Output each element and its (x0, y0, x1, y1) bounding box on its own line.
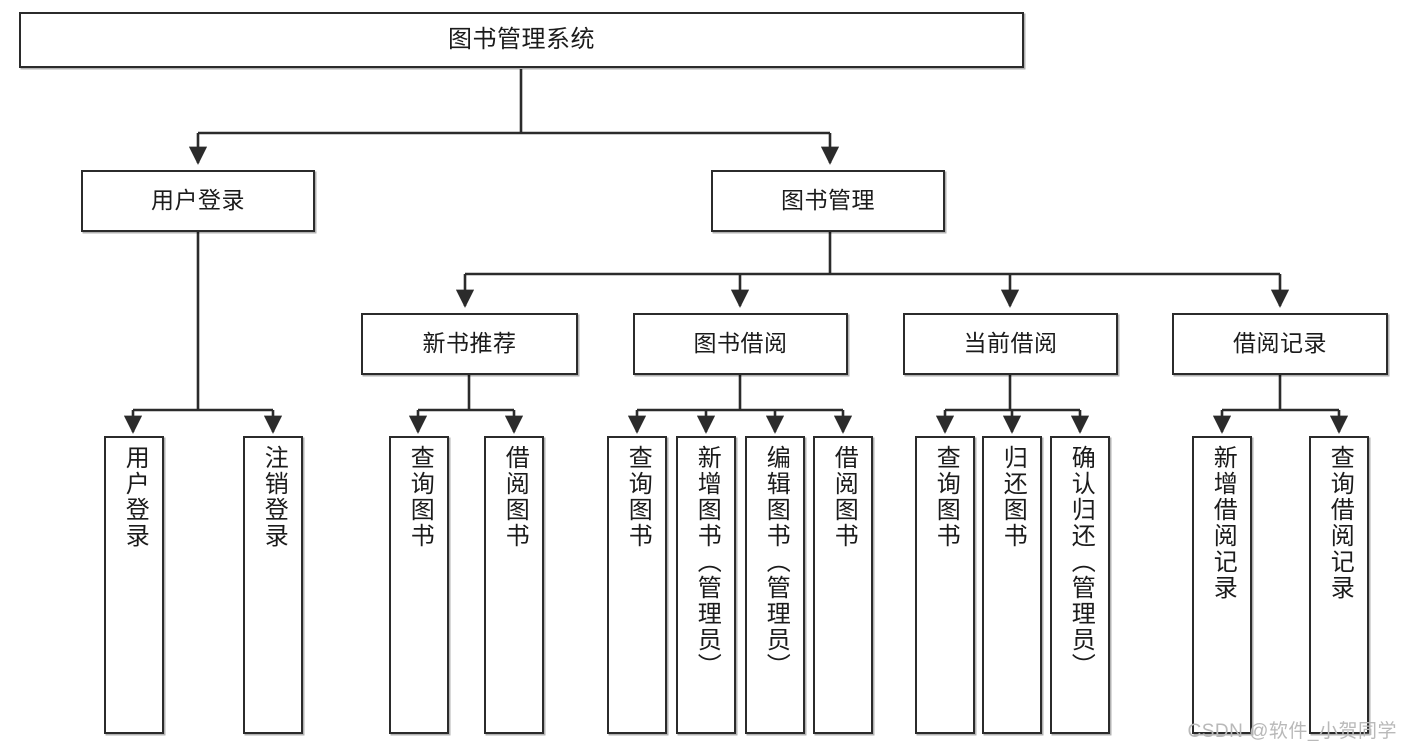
node-label: 查询借阅记录 (1326, 445, 1354, 601)
node-label: 查询图书 (406, 445, 434, 549)
node-label: 图书管理系统 (448, 25, 595, 53)
node-book-borrow[interactable]: 图书借阅 (633, 313, 848, 375)
node-label: 借阅图书 (830, 445, 858, 549)
leaf-current-return-book[interactable]: 归还图书 (982, 436, 1042, 734)
watermark-text: CSDN @软件_小贺同学 (1187, 721, 1397, 742)
node-label: 新增借阅记录 (1209, 445, 1237, 601)
leaf-borrow-query-book[interactable]: 查询图书 (607, 436, 667, 734)
leaf-user-logout[interactable]: 注销登录 (243, 436, 303, 734)
node-book-management[interactable]: 图书管理 (711, 170, 945, 232)
node-label: 用户登录 (151, 187, 245, 214)
node-label: 借阅记录 (1233, 330, 1327, 357)
leaf-new-book-query[interactable]: 查询图书 (389, 436, 449, 734)
node-label: 用户登录 (121, 445, 149, 549)
node-label: 图书借阅 (693, 330, 788, 357)
node-user-login[interactable]: 用户登录 (81, 170, 315, 232)
leaf-current-confirm-return[interactable]: 确认归还（管理员） (1050, 436, 1110, 734)
node-label: 借阅图书 (501, 445, 529, 549)
leaf-borrow-borrow-book[interactable]: 借阅图书 (813, 436, 873, 734)
node-label: 查询图书 (624, 445, 652, 549)
node-label: 归还图书 (999, 445, 1027, 549)
node-label: 新书推荐 (422, 330, 517, 357)
node-root-system[interactable]: 图书管理系统 (19, 12, 1024, 68)
node-label: 确认归还（管理员） (1067, 445, 1095, 679)
node-label: 注销登录 (260, 445, 288, 549)
leaf-record-add[interactable]: 新增借阅记录 (1192, 436, 1252, 734)
node-new-book-recommend[interactable]: 新书推荐 (361, 313, 578, 375)
leaf-borrow-add-book[interactable]: 新增图书（管理员） (676, 436, 736, 734)
leaf-record-query[interactable]: 查询借阅记录 (1309, 436, 1369, 734)
node-label: 编辑图书（管理员） (762, 445, 790, 679)
node-borrow-record[interactable]: 借阅记录 (1172, 313, 1388, 375)
node-label: 查询图书 (932, 445, 960, 549)
node-label: 图书管理 (781, 187, 875, 214)
leaf-borrow-edit-book[interactable]: 编辑图书（管理员） (745, 436, 805, 734)
node-current-borrow[interactable]: 当前借阅 (903, 313, 1118, 375)
leaf-current-query-book[interactable]: 查询图书 (915, 436, 975, 734)
node-label: 新增图书（管理员） (693, 445, 721, 679)
leaf-new-book-borrow[interactable]: 借阅图书 (484, 436, 544, 734)
leaf-user-login[interactable]: 用户登录 (104, 436, 164, 734)
node-label: 当前借阅 (963, 330, 1058, 357)
